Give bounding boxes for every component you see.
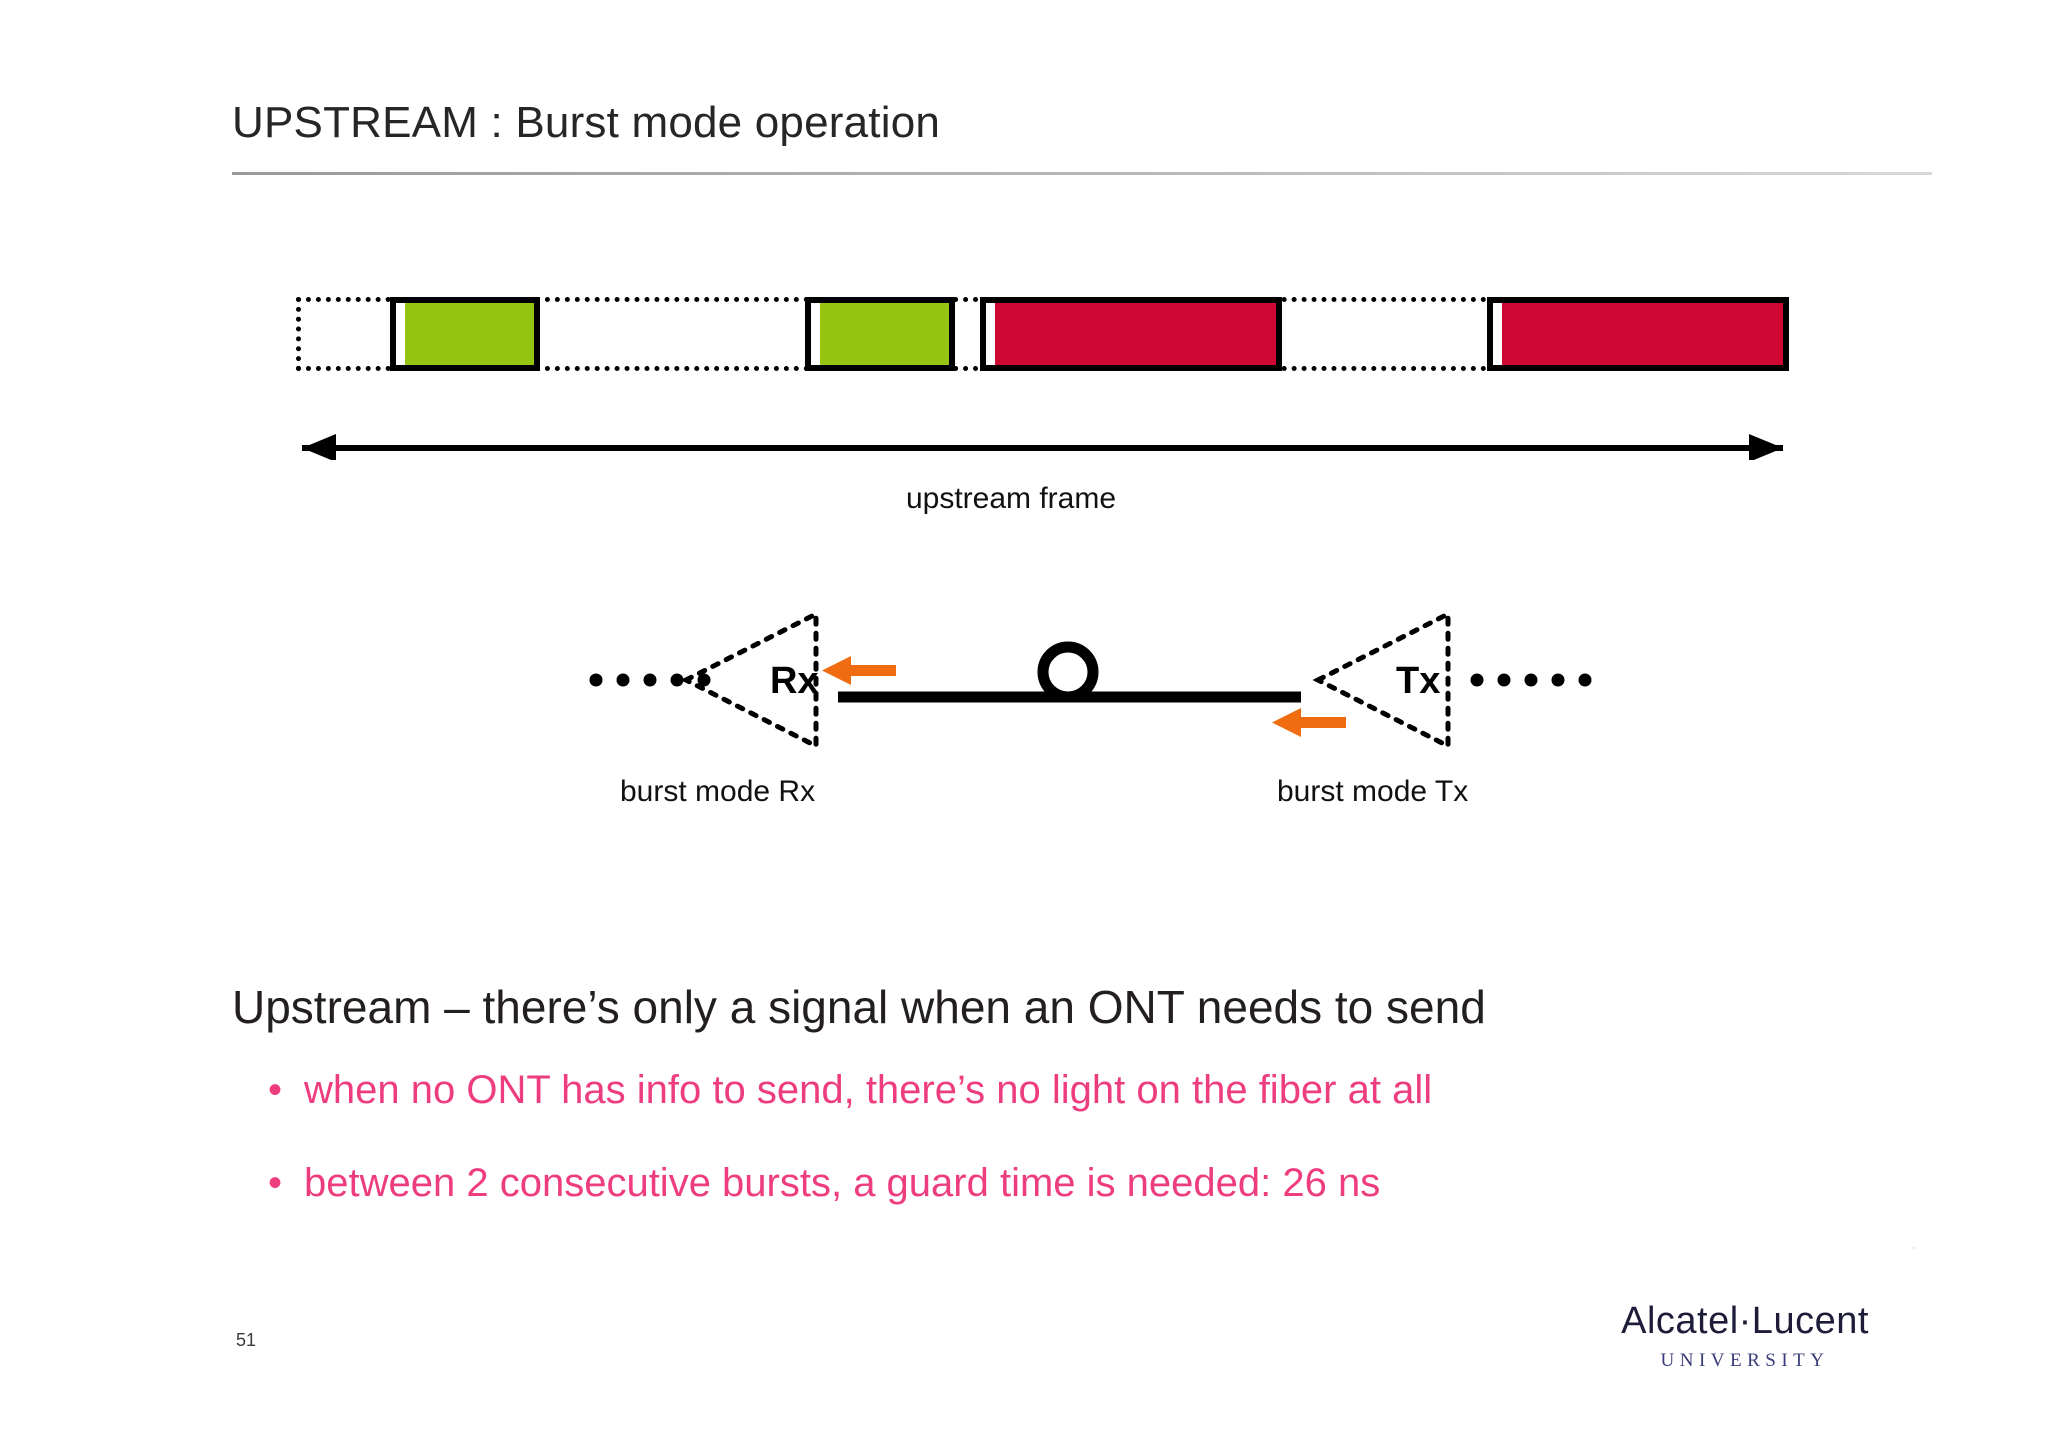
burst-payload-fill (405, 303, 534, 365)
page-number: 51 (236, 1330, 257, 1350)
left-dots-icon (589, 673, 711, 687)
bullet-marker-icon: • (268, 1161, 283, 1205)
rx-transceiver-triangle-icon (680, 609, 819, 751)
rx-label: Rx (770, 660, 819, 702)
list-item-text: when no ONT has info to send, there’s no… (304, 1068, 1433, 1112)
burst-mode-fiber-diagram: Rx Tx (0, 600, 2048, 840)
burst-block-red-1 (980, 297, 1282, 371)
burst-payload-fill (1502, 303, 1783, 365)
tx-transceiver-triangle-icon (1312, 609, 1451, 751)
list-item-text: between 2 consecutive bursts, a guard ti… (304, 1161, 1381, 1205)
burst-block-red-2 (1487, 297, 1789, 371)
circle-splitter-icon (1037, 641, 1099, 703)
burst-payload-fill (820, 303, 949, 365)
rx-direction-arrow-icon (822, 656, 896, 685)
burst-mode-tx-caption: burst mode Tx (1277, 775, 1469, 808)
burst-payload-fill (995, 303, 1276, 365)
burst-preamble-gap (811, 303, 820, 365)
list-item: • when no ONT has info to send, there’s … (268, 1068, 1768, 1113)
right-dots-icon (1470, 673, 1592, 687)
burst-block-green-2 (805, 297, 955, 371)
list-item: • between 2 consecutive bursts, a guard … (268, 1161, 1768, 1206)
logo-sub-text: UNIVERSITY (1660, 1350, 1830, 1371)
fiber-diagram-canvas: Rx Tx (589, 609, 1592, 751)
burst-preamble-gap (396, 303, 405, 365)
page-title: UPSTREAM : Burst mode operation (232, 98, 941, 147)
burst-preamble-gap (986, 303, 995, 365)
frame-span-arrow (302, 434, 1783, 460)
bullet-marker-icon: • (268, 1068, 283, 1112)
bullet-list: • when no ONT has info to send, there’s … (268, 1068, 1768, 1254)
tx-label: Tx (1396, 660, 1440, 702)
burst-mode-rx-caption: burst mode Rx (620, 775, 816, 808)
logo-brand-text: Alcatel·Lucent (1621, 1300, 1869, 1342)
upstream-frame-diagram: upstream frame (0, 0, 2048, 560)
tiny-mark: · (1912, 1242, 1916, 1254)
burst-block-green-1 (390, 297, 540, 371)
title-divider (232, 172, 1932, 175)
upstream-frame-caption: upstream frame (905, 482, 1117, 515)
tx-direction-arrow-icon (1272, 708, 1346, 737)
alcatel-lucent-university-logo: Alcatel·Lucent UNIVERSITY (1620, 1300, 1870, 1372)
lead-statement: Upstream – there’s only a signal when an… (232, 981, 1486, 1033)
burst-preamble-gap (1493, 303, 1502, 365)
